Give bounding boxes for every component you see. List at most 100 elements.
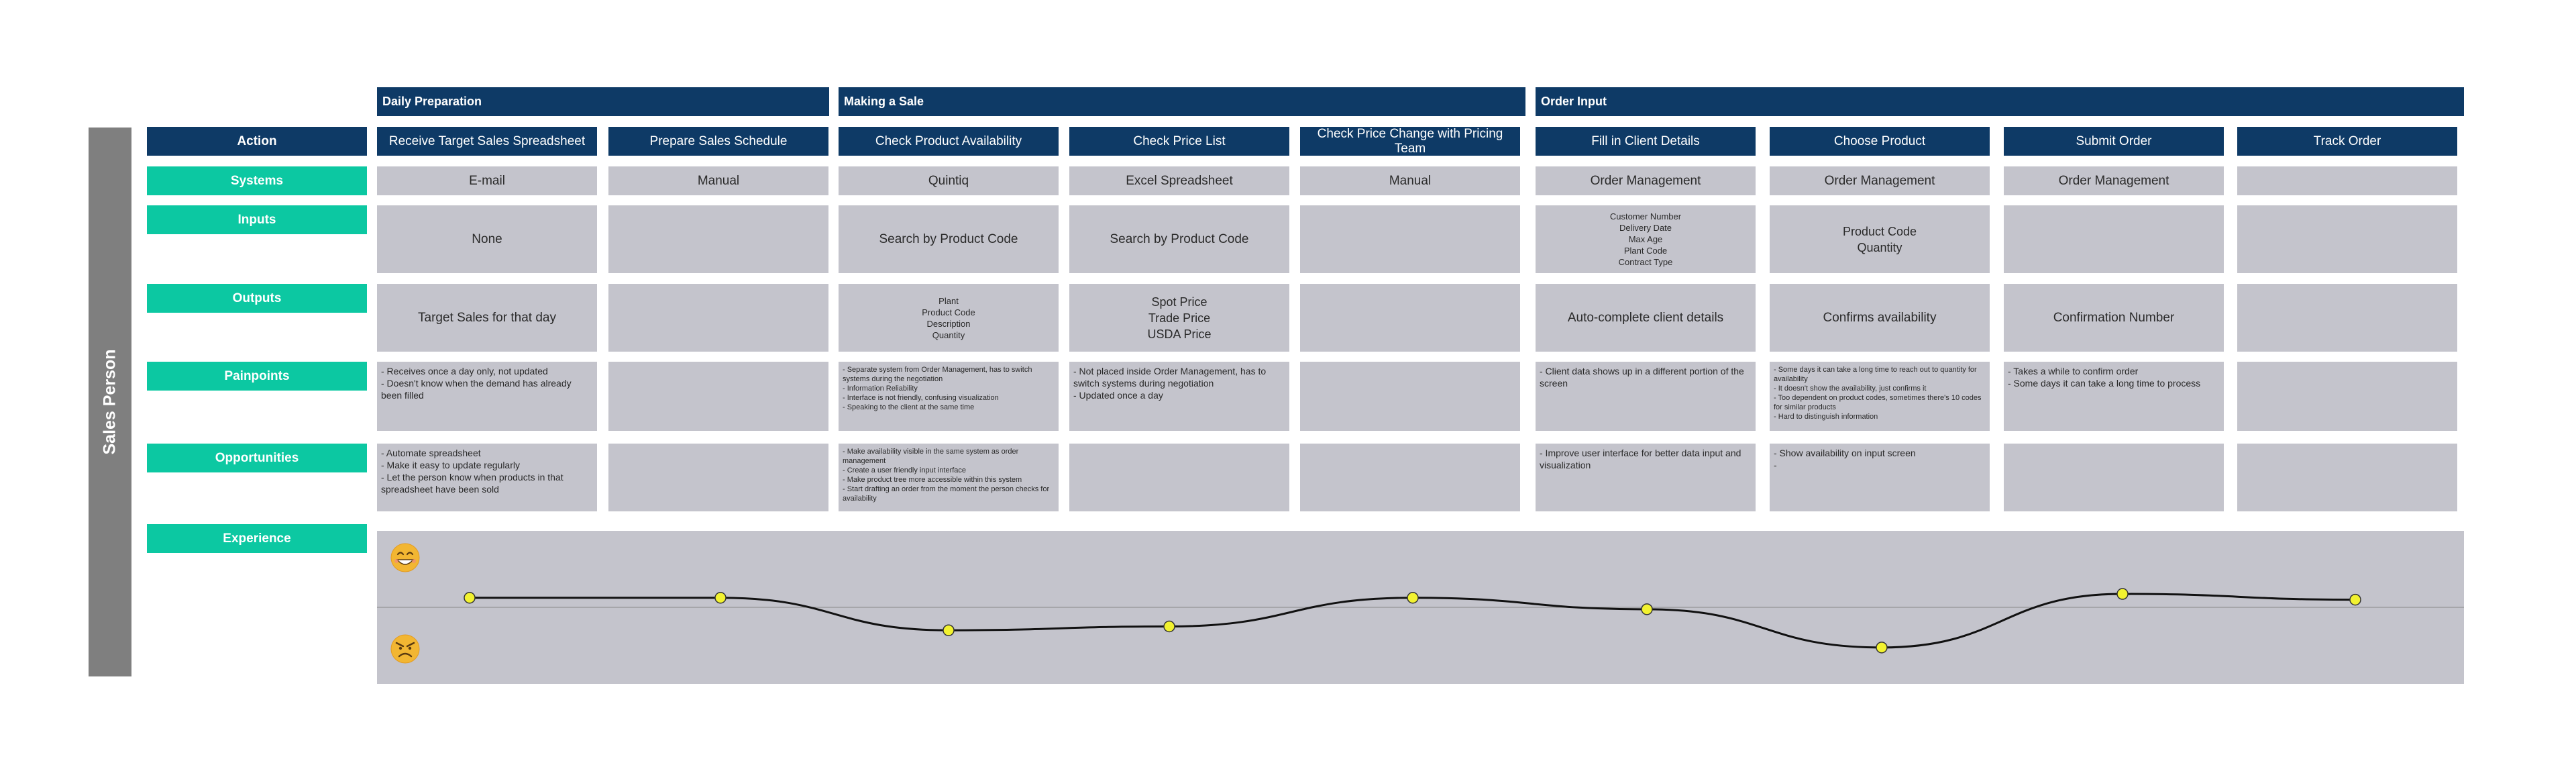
systems-cell: E-mail: [377, 166, 597, 195]
row-label-outputs: Outputs: [147, 284, 367, 313]
action-cell: Prepare Sales Schedule: [608, 127, 828, 156]
input-item: Search by Product Code: [1110, 232, 1249, 246]
action-cell: Submit Order: [2004, 127, 2224, 156]
output-item: Trade Price: [1148, 311, 1211, 325]
output-item: USDA Price: [1147, 327, 1212, 341]
painpoints-cell: - Some days it can take a long time to r…: [1770, 362, 1990, 431]
experience-point: [464, 592, 476, 604]
opportunities-cell: [2237, 444, 2457, 511]
output-item: Target Sales for that day: [418, 310, 556, 325]
experience-point: [1876, 642, 1888, 654]
action-cell: Receive Target Sales Spreadsheet: [377, 127, 597, 156]
output-item: Product Code: [922, 307, 975, 317]
row-label-action: Action: [147, 127, 367, 156]
painpoints-cell: - Takes a while to confirm order - Some …: [2004, 362, 2224, 431]
systems-cell: Manual: [608, 166, 828, 195]
action-cell: Check Price List: [1069, 127, 1289, 156]
opportunities-cell: - Make availability visible in the same …: [839, 444, 1059, 511]
experience-point: [1407, 592, 1419, 604]
systems-cell: Quintiq: [839, 166, 1059, 195]
experience-point: [2349, 593, 2361, 606]
phase-making-a-sale: Making a Sale: [839, 87, 1525, 116]
inputs-cell: [608, 205, 828, 273]
input-item: Delivery Date: [1619, 223, 1672, 233]
outputs-cell: Confirms availability: [1770, 284, 1990, 352]
action-cell: Check Price Change with Pricing Team: [1300, 127, 1520, 156]
persona-text: Sales Person: [100, 349, 119, 455]
outputs-cell: [608, 284, 828, 352]
outputs-cell: [2237, 284, 2457, 352]
input-item: Contract Type: [1618, 257, 1673, 267]
systems-cell: [2237, 166, 2457, 195]
inputs-cell: [2004, 205, 2224, 273]
inputs-cell: Search by Product Code: [839, 205, 1059, 273]
inputs-cell: None: [377, 205, 597, 273]
painpoints-cell: [1300, 362, 1520, 431]
persona-label: Sales Person: [89, 128, 131, 676]
happy-face-icon: [390, 543, 420, 572]
action-cell: Choose Product: [1770, 127, 1990, 156]
output-item: Quantity: [932, 330, 965, 340]
output-item: Plant: [938, 295, 959, 306]
input-item: Search by Product Code: [879, 232, 1018, 246]
phase-daily-preparation: Daily Preparation: [377, 87, 829, 116]
output-item: Confirms availability: [1823, 310, 1937, 325]
input-item: Quantity: [1857, 240, 1902, 254]
painpoints-cell: [608, 362, 828, 431]
systems-cell: Order Management: [1770, 166, 1990, 195]
row-label-opportunities: Opportunities: [147, 444, 367, 472]
painpoints-cell: - Receives once a day only, not updated …: [377, 362, 597, 431]
row-label-painpoints: Painpoints: [147, 362, 367, 391]
row-label-systems: Systems: [147, 166, 367, 195]
experience-chart: [377, 543, 2464, 664]
opportunities-cell: [608, 444, 828, 511]
action-cell: Track Order: [2237, 127, 2457, 156]
systems-cell: Manual: [1300, 166, 1520, 195]
outputs-cell: Target Sales for that day: [377, 284, 597, 352]
outputs-cell: [1300, 284, 1520, 352]
input-item: Plant Code: [1623, 246, 1668, 256]
systems-cell: Order Management: [2004, 166, 2224, 195]
phase-order-input: Order Input: [1536, 87, 2464, 116]
painpoints-cell: - Separate system from Order Management,…: [839, 362, 1059, 431]
outputs-cell: Auto-complete client details: [1536, 284, 1756, 352]
output-item: Auto-complete client details: [1567, 310, 1724, 325]
opportunities-cell: - Show availability on input screen -: [1770, 444, 1990, 511]
painpoints-cell: - Not placed inside Order Management, ha…: [1069, 362, 1289, 431]
output-item: Spot Price: [1151, 295, 1208, 309]
painpoints-cell: - Client data shows up in a different po…: [1536, 362, 1756, 431]
input-item: Customer Number: [1609, 211, 1682, 221]
action-cell: Check Product Availability: [839, 127, 1059, 156]
row-label-inputs: Inputs: [147, 205, 367, 234]
opportunities-cell: [1069, 444, 1289, 511]
input-item: Product Code: [1842, 224, 1917, 238]
inputs-cell: [1300, 205, 1520, 273]
inputs-cell: [2237, 205, 2457, 273]
systems-cell: Excel Spreadsheet: [1069, 166, 1289, 195]
outputs-cell: Confirmation Number: [2004, 284, 2224, 352]
experience-point: [2116, 588, 2129, 600]
experience-point: [943, 624, 955, 636]
experience-point: [1163, 620, 1175, 633]
painpoints-cell: [2237, 362, 2457, 431]
input-item: None: [472, 232, 502, 246]
opportunities-cell: [1300, 444, 1520, 511]
row-label-experience: Experience: [147, 524, 367, 553]
inputs-cell: Search by Product Code: [1069, 205, 1289, 273]
output-item: Confirmation Number: [2053, 310, 2175, 325]
experience-point: [1641, 603, 1653, 615]
opportunities-cell: [2004, 444, 2224, 511]
output-item: Description: [926, 318, 971, 329]
experience-point: [714, 592, 727, 604]
angry-face-icon: [390, 634, 420, 664]
experience-panel: [377, 531, 2464, 684]
opportunities-cell: - Improve user interface for better data…: [1536, 444, 1756, 511]
action-cell: Fill in Client Details: [1536, 127, 1756, 156]
opportunities-cell: - Automate spreadsheet - Make it easy to…: [377, 444, 597, 511]
systems-cell: Order Management: [1536, 166, 1756, 195]
input-item: Max Age: [1628, 234, 1663, 244]
